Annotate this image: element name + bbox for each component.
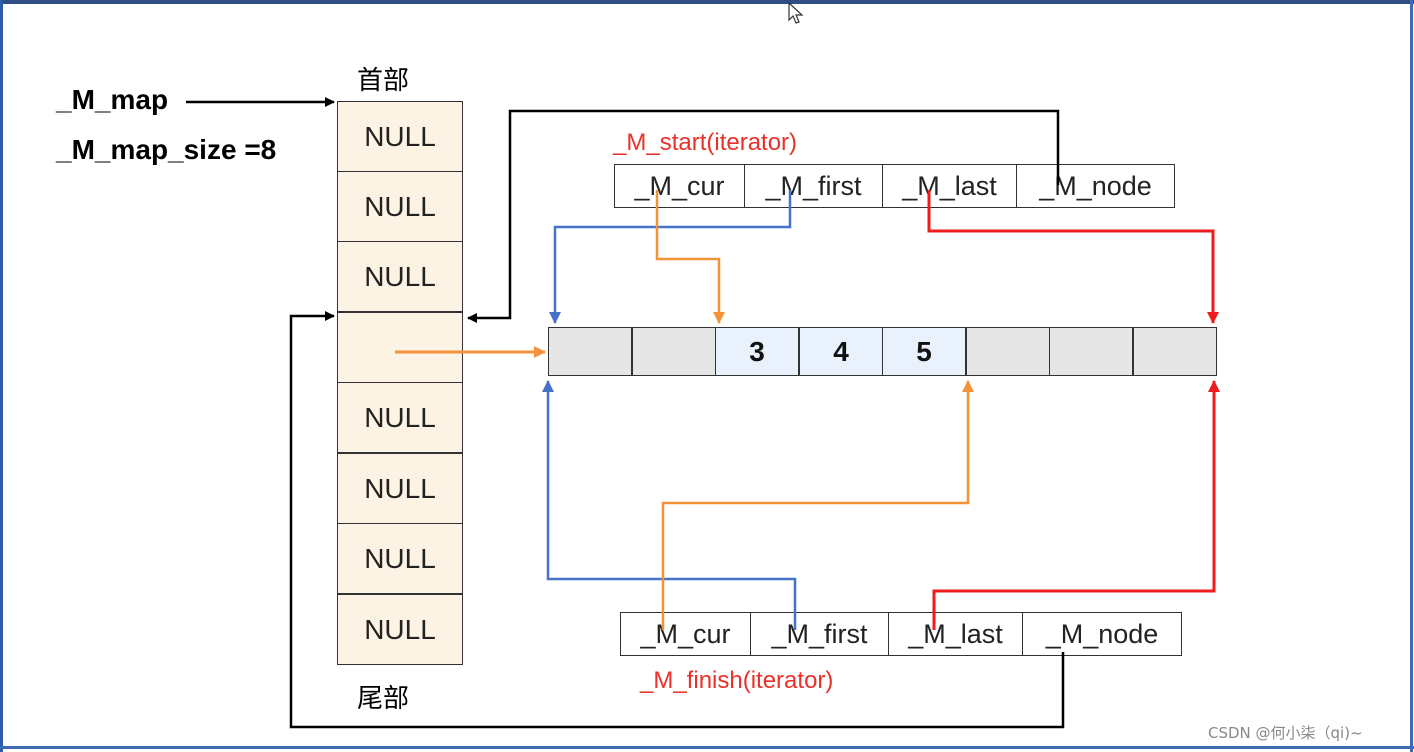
finish-iterator-label: _M_finish(iterator) [640,667,834,694]
finish-node-arrow [289,311,1065,729]
head-label: 首部 [357,66,410,96]
map-cell: NULL [337,101,463,172]
buffer-cell [1133,327,1217,376]
buffer-cell-value: 4 [799,327,883,376]
watermark: CSDN @何小柒（qi)~ [1208,724,1363,742]
mouse-cursor-icon [788,2,804,24]
finish-cur-field: _M_cur [620,612,751,656]
buffer-cell-value: 5 [882,327,966,376]
start-first-field: _M_first [744,164,883,208]
finish-node-field: _M_node [1022,612,1182,656]
buffer-cell [1049,327,1133,376]
start-node-field: _M_node [1016,164,1175,208]
tail-label: 尾部 [357,684,410,714]
frame-right-border [1410,0,1413,752]
finish-cur-arrow [661,380,974,630]
frame-top-border [0,0,1414,4]
map-array: NULL NULL NULL NULL NULL NULL NULL [337,101,463,665]
finish-last-field: _M_last [888,612,1023,656]
start-cur-arrow [655,190,725,324]
start-last-arrow [927,190,1219,324]
buffer-cell [548,327,632,376]
start-cur-field: _M_cur [614,164,745,208]
m-map-label: _M_map [56,84,169,115]
start-node-arrow [467,109,1060,323]
map-cell-active [337,312,463,383]
m-map-size-label: _M_map_size =8 [56,134,277,165]
finish-first-field: _M_first [750,612,889,656]
map-cell: NULL [337,241,463,312]
finish-first-arrow [542,380,797,630]
start-first-arrow [549,190,792,324]
start-iterator-label: _M_start(iterator) [613,129,798,156]
frame-left-border [0,0,3,752]
start-last-field: _M_last [882,164,1017,208]
frame-bottom-border [0,746,1414,749]
finish-last-arrow [932,380,1220,630]
buffer-cell-value: 3 [715,327,799,376]
map-cell: NULL [337,523,463,594]
map-cell: NULL [337,382,463,453]
map-cell: NULL [337,453,463,524]
buffer-cell [966,327,1050,376]
map-cell: NULL [337,594,463,665]
